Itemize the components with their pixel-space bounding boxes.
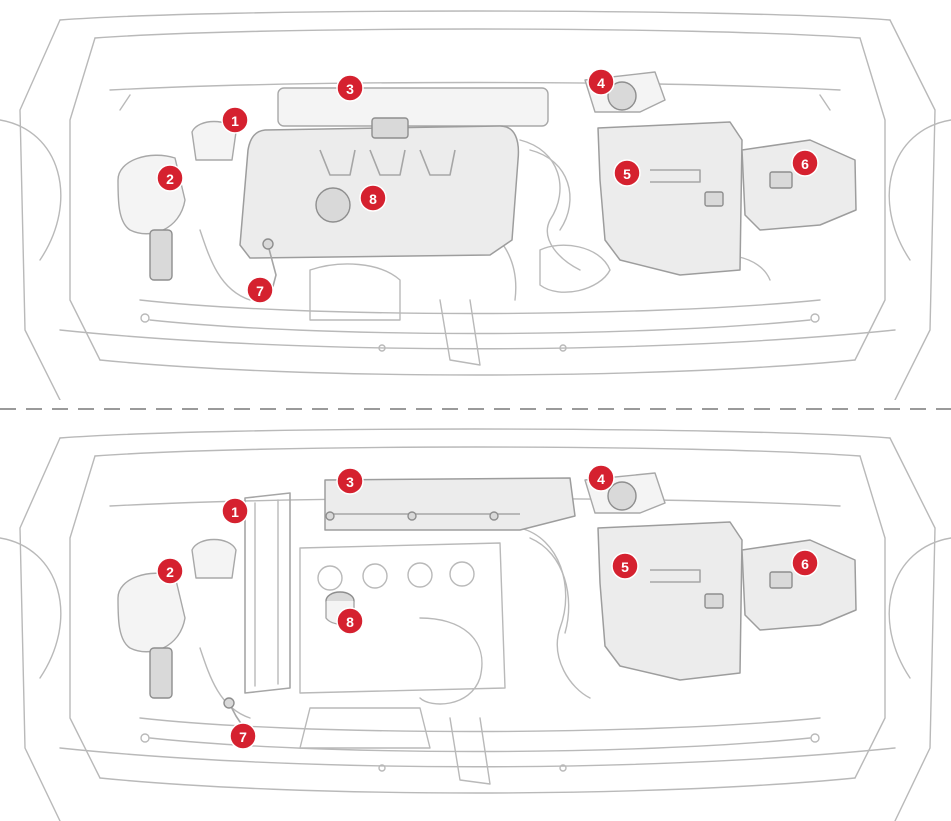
battery — [741, 139, 857, 231]
svg-text:4: 4 — [597, 75, 605, 91]
svg-text:1: 1 — [231, 504, 239, 520]
svg-text:7: 7 — [239, 729, 247, 745]
callout-7: 7 — [246, 276, 274, 304]
engine-bay-outline — [0, 10, 951, 400]
engine-bay-diagram-bottom: 1 2 3 4 5 6 7 8 — [0, 418, 951, 821]
svg-text:6: 6 — [801, 556, 809, 572]
svg-text:2: 2 — [166, 564, 174, 580]
callout-7: 7 — [229, 722, 257, 750]
callout-8: 8 — [359, 184, 387, 212]
oil-filler-cap — [315, 187, 351, 223]
svg-text:7: 7 — [256, 283, 264, 299]
callout-6: 6 — [791, 149, 819, 177]
svg-text:3: 3 — [346, 474, 354, 490]
callout-8: 8 — [336, 607, 364, 635]
svg-text:4: 4 — [597, 471, 605, 487]
callout-1: 1 — [221, 497, 249, 525]
svg-text:3: 3 — [346, 81, 354, 97]
air-filter-housing — [277, 87, 549, 127]
oil-dipstick — [267, 244, 277, 291]
panel-divider-dashed — [0, 408, 951, 410]
callout-2: 2 — [156, 164, 184, 192]
callout-4: 4 — [587, 464, 615, 492]
coolant-reservoir — [191, 538, 237, 579]
callout-2: 2 — [156, 557, 184, 585]
callout-6: 6 — [791, 549, 819, 577]
engine-bay-outline — [0, 428, 951, 821]
svg-text:6: 6 — [801, 156, 809, 172]
engine-bay-diagram-top: 1 2 3 4 5 6 7 8 — [0, 0, 951, 400]
battery — [741, 539, 857, 631]
svg-text:8: 8 — [346, 614, 354, 630]
svg-text:5: 5 — [623, 166, 631, 182]
callout-3: 3 — [336, 74, 364, 102]
svg-text:2: 2 — [166, 171, 174, 187]
svg-text:5: 5 — [621, 559, 629, 575]
callout-5: 5 — [611, 552, 639, 580]
svg-text:8: 8 — [369, 191, 377, 207]
air-filter-housing — [324, 477, 576, 531]
callout-3: 3 — [336, 467, 364, 495]
washer-fluid-reservoir — [117, 572, 186, 653]
callout-5: 5 — [613, 159, 641, 187]
callout-4: 4 — [587, 68, 615, 96]
fuse-box — [597, 121, 743, 276]
callout-1: 1 — [221, 106, 249, 134]
svg-text:1: 1 — [231, 113, 239, 129]
